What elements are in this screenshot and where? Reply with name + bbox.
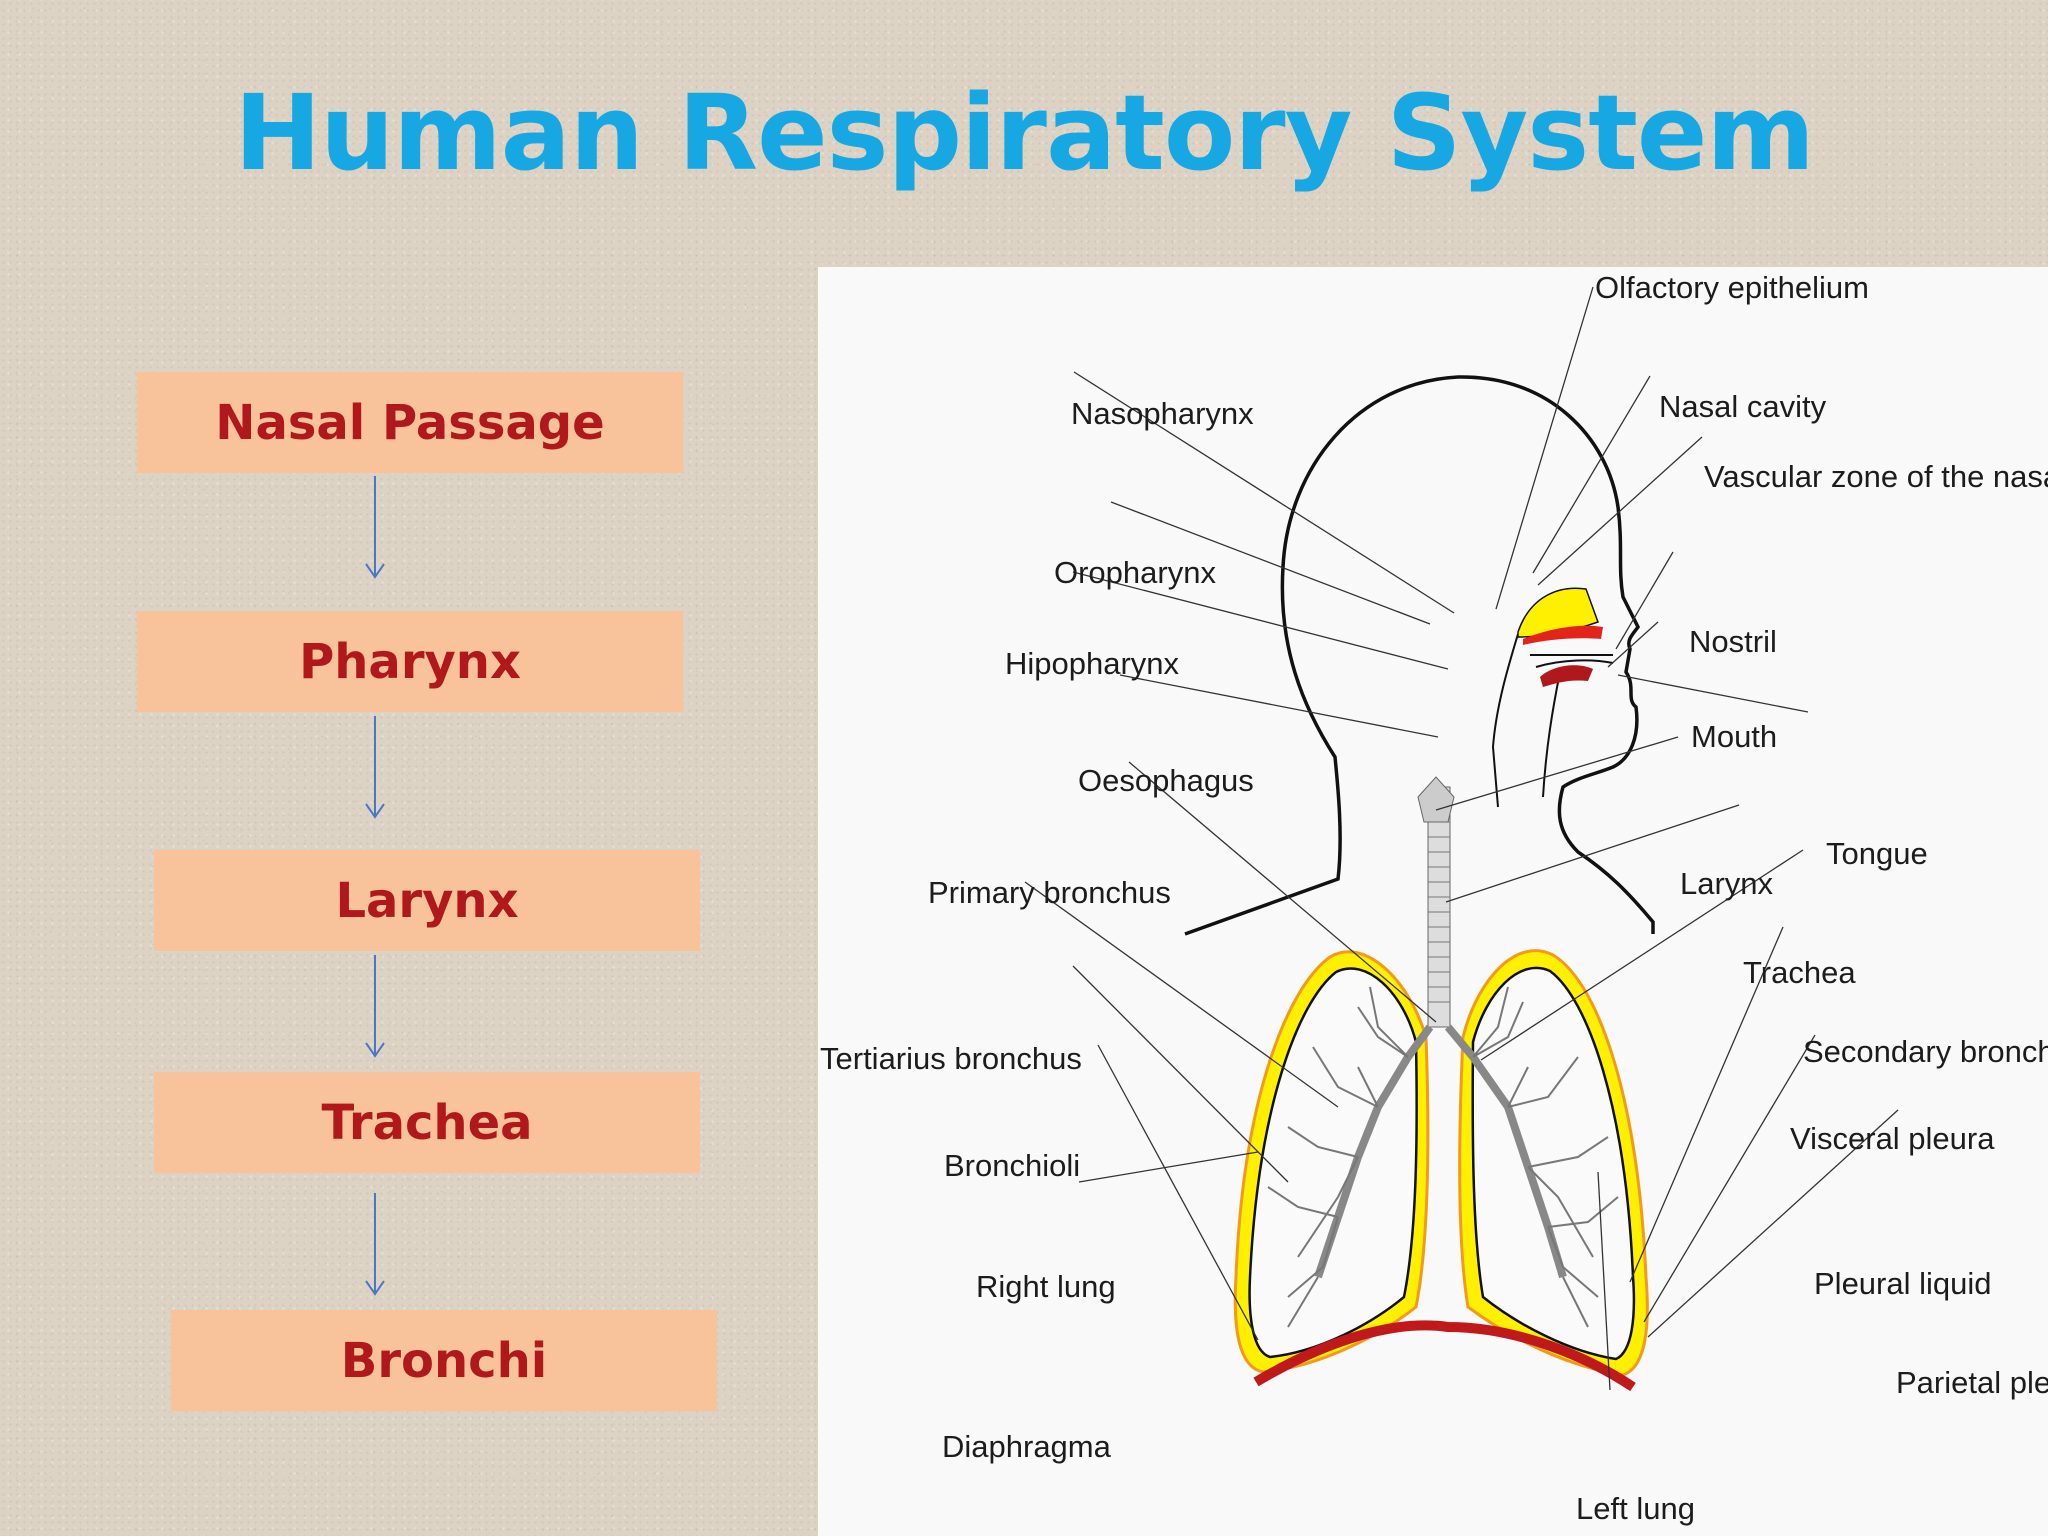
flow-arrow-down-icon bbox=[365, 955, 385, 1058]
flow-arrow-down-icon bbox=[365, 1193, 385, 1296]
label-olfactory-epithelium: Olfactory epithelium bbox=[1595, 270, 1869, 305]
flow-box-trachea: Trachea bbox=[154, 1072, 700, 1173]
flow-box-larynx: Larynx bbox=[154, 850, 700, 951]
flow-box-label: Pharynx bbox=[299, 633, 521, 690]
respiratory-diagram: Olfactory epithelium Nasopharynx Nasal c… bbox=[818, 267, 2048, 1536]
label-tongue: Tongue bbox=[1826, 836, 1928, 871]
label-nostril: Nostril bbox=[1689, 624, 1777, 659]
respiratory-diagram-svg: Olfactory epithelium Nasopharynx Nasal c… bbox=[820, 270, 2048, 1526]
right-lung-shape bbox=[1233, 950, 1430, 1374]
flow-arrow-down-icon bbox=[365, 716, 385, 819]
head-silhouette bbox=[1184, 375, 1655, 936]
label-nasal-cavity: Nasal cavity bbox=[1659, 389, 1827, 424]
left-lung-shape bbox=[1458, 949, 1649, 1377]
diaphragm-shape bbox=[1253, 1320, 1636, 1392]
label-hipopharynx: Hipopharynx bbox=[1005, 646, 1180, 681]
label-nasopharynx: Nasopharynx bbox=[1071, 396, 1254, 431]
page-title: Human Respiratory System bbox=[234, 72, 1815, 194]
label-secondary-bronchus: Secondary bronchus bbox=[1803, 1034, 2048, 1069]
label-right-lung: Right lung bbox=[976, 1269, 1116, 1304]
label-vascular-zone: Vascular zone of the nasal cavity bbox=[1704, 459, 2048, 494]
flow-box-pharynx: Pharynx bbox=[137, 611, 683, 712]
label-bronchioli: Bronchioli bbox=[944, 1148, 1080, 1183]
label-primary-bronchus: Primary bronchus bbox=[928, 875, 1171, 910]
tongue-shape bbox=[1540, 665, 1593, 687]
airway-inner bbox=[1491, 633, 1561, 808]
label-tertiarius-bronchus: Tertiarius bronchus bbox=[820, 1041, 1082, 1076]
label-parietal-pleura: Parietal pleura bbox=[1896, 1365, 2048, 1400]
bronchioles bbox=[1267, 986, 1619, 1328]
trachea-shape bbox=[1417, 776, 1455, 1028]
label-left-lung: Left lung bbox=[1576, 1491, 1695, 1526]
nasal-vascular-zone bbox=[1523, 625, 1603, 645]
label-trachea: Trachea bbox=[1743, 955, 1856, 990]
label-mouth: Mouth bbox=[1691, 719, 1777, 754]
flow-box-label: Larynx bbox=[335, 872, 519, 929]
label-visceral-pleura: Visceral pleura bbox=[1790, 1121, 1995, 1156]
flow-box-label: Bronchi bbox=[340, 1332, 548, 1389]
label-oropharynx: Oropharynx bbox=[1054, 555, 1216, 590]
flow-box-label: Trachea bbox=[321, 1094, 533, 1151]
leader-lines bbox=[1024, 286, 1899, 1391]
flow-box-label: Nasal Passage bbox=[215, 394, 605, 451]
label-diaphragma: Diaphragma bbox=[942, 1429, 1112, 1464]
flow-arrow-down-icon bbox=[365, 476, 385, 579]
flow-box-nasal-passage: Nasal Passage bbox=[137, 372, 683, 473]
palate-lines bbox=[1530, 654, 1614, 668]
flow-box-bronchi: Bronchi bbox=[171, 1310, 717, 1411]
label-oesophagus: Oesophagus bbox=[1078, 763, 1254, 798]
label-pleural-liquid: Pleural liquid bbox=[1814, 1266, 1992, 1301]
label-larynx: Larynx bbox=[1680, 866, 1774, 901]
